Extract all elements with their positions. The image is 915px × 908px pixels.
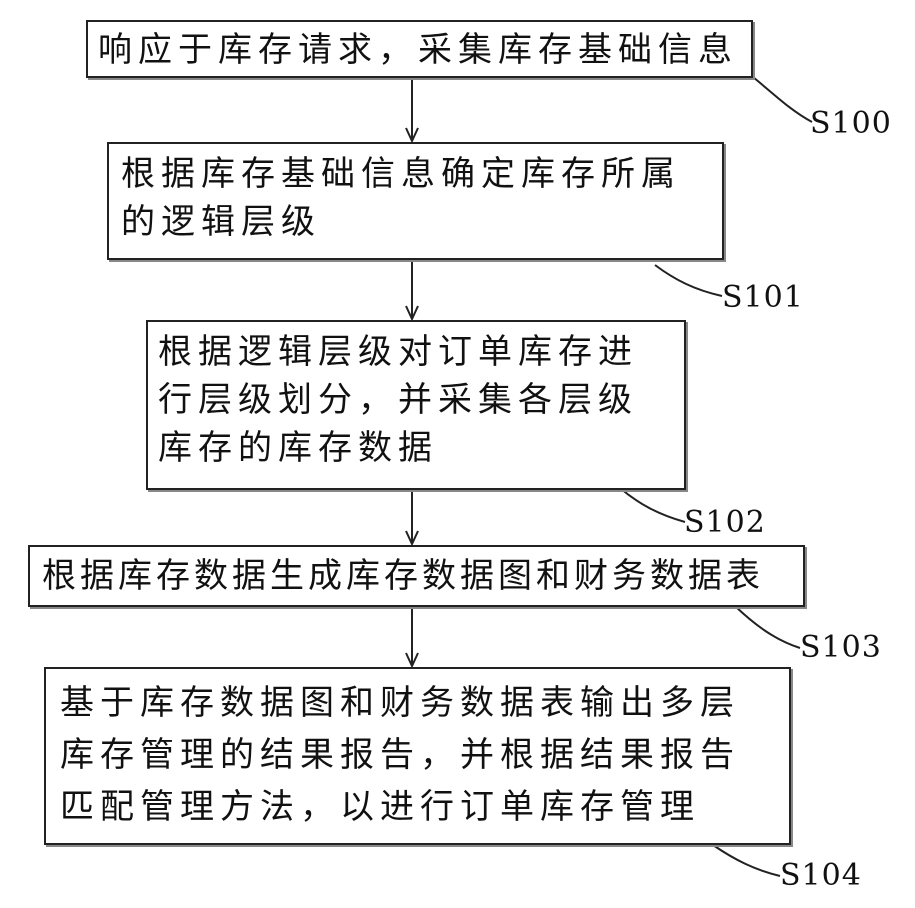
step-label-s100: S100 — [810, 106, 892, 141]
step-text-s104: 基于库存数据图和财务数据表输出多层库存管理的结果报告，并根据结果报告匹配管理方法… — [60, 677, 775, 833]
leader-s101 — [655, 265, 722, 296]
leader-s104 — [713, 845, 780, 876]
step-box-s101: 根据库存基础信息确定库存所属的逻辑层级 — [107, 142, 724, 260]
step-box-s102: 根据逻辑层级对订单库存进行层级划分，并采集各层级库存的库存数据 — [146, 320, 686, 490]
step-text-s102: 根据逻辑层级对订单库存进行层级划分，并采集各层级库存的库存数据 — [158, 328, 674, 472]
step-label-s103: S103 — [800, 630, 882, 665]
step-box-s103: 根据库存数据生成库存数据图和财务数据表 — [28, 545, 805, 607]
step-label-s101: S101 — [722, 280, 804, 315]
step-text-s100: 响应于库存请求，采集库存基础信息 — [98, 26, 741, 74]
leader-s102 — [620, 488, 685, 522]
step-label-s104: S104 — [780, 858, 862, 893]
leader-s100 — [753, 77, 812, 122]
step-text-s101: 根据库存基础信息确定库存所属的逻辑层级 — [121, 150, 710, 246]
step-text-s103: 根据库存数据生成库存数据图和财务数据表 — [42, 552, 791, 600]
step-box-s104: 基于库存数据图和财务数据表输出多层库存管理的结果报告，并根据结果报告匹配管理方法… — [44, 667, 791, 845]
step-label-s102: S102 — [684, 505, 766, 540]
step-box-s100: 响应于库存请求，采集库存基础信息 — [86, 20, 753, 78]
leader-s103 — [735, 606, 800, 648]
